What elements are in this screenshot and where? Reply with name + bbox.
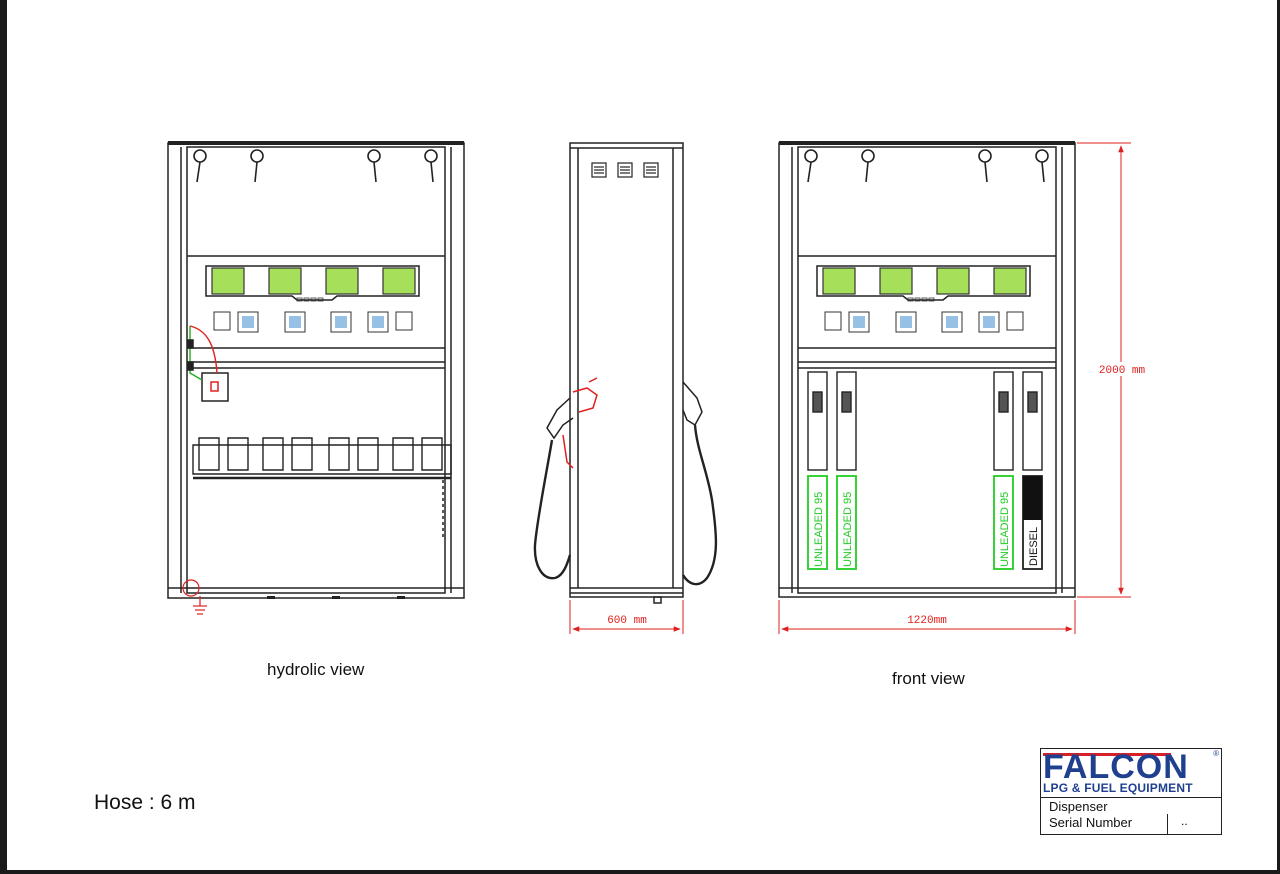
pump-meters bbox=[192, 437, 452, 480]
drawing-sheet: UNLEADED 95 UNLEADED 95 UNLEADED 95 DIES… bbox=[7, 0, 1277, 870]
front-nozzle-hooks bbox=[804, 149, 1049, 183]
nozzle-holsters bbox=[807, 371, 1043, 471]
nozzle-hooks bbox=[193, 149, 438, 183]
front-view bbox=[778, 141, 1076, 598]
front-width-dimension: 1220mm bbox=[907, 615, 947, 627]
side-width-dimension: 600 mm bbox=[607, 615, 647, 627]
fuel-label-3: UNLEADED 95 bbox=[999, 492, 1011, 567]
title-block-fields: Dispenser Serial Number .. bbox=[1041, 797, 1221, 835]
serial-number-label: Serial Number bbox=[1049, 815, 1133, 830]
fuel-label-4: DIESEL bbox=[1028, 527, 1040, 566]
serial-number-value: .. bbox=[1181, 814, 1188, 828]
left-nozzle bbox=[533, 377, 598, 580]
fuel-label-1: UNLEADED 95 bbox=[813, 492, 825, 567]
field-separator bbox=[1167, 814, 1168, 835]
height-dimension: 2000 mm bbox=[1099, 365, 1146, 377]
front-lcd-displays bbox=[822, 267, 1027, 295]
technical-drawing: UNLEADED 95 UNLEADED 95 UNLEADED 95 DIES… bbox=[167, 141, 1151, 634]
dispenser-label: Dispenser bbox=[1049, 799, 1108, 814]
vent-grilles bbox=[591, 162, 659, 178]
hydraulic-view-caption: hydrolic view bbox=[267, 660, 365, 679]
brand-tagline: LPG & FUEL EQUIPMENT bbox=[1043, 781, 1193, 795]
brand-accent-line bbox=[1043, 753, 1171, 756]
keypads bbox=[213, 311, 413, 333]
front-keypads bbox=[824, 311, 1024, 333]
side-frame bbox=[569, 142, 684, 598]
hydraulic-frame bbox=[167, 142, 465, 599]
registered-mark: ® bbox=[1213, 749, 1219, 758]
ground-symbol bbox=[182, 579, 207, 615]
lcd-displays bbox=[211, 267, 416, 295]
right-nozzle bbox=[681, 381, 718, 586]
side-view bbox=[533, 142, 718, 604]
dimension-lines bbox=[569, 142, 1131, 634]
title-block: FALCON ® LPG & FUEL EQUIPMENT Dispenser … bbox=[1040, 748, 1222, 835]
hose-length-note: Hose : 6 m bbox=[94, 791, 196, 814]
front-view-caption: front view bbox=[892, 669, 965, 688]
fuel-label-2: UNLEADED 95 bbox=[842, 492, 854, 567]
brand-logo: FALCON bbox=[1043, 748, 1189, 786]
hydraulic-view bbox=[167, 141, 465, 615]
